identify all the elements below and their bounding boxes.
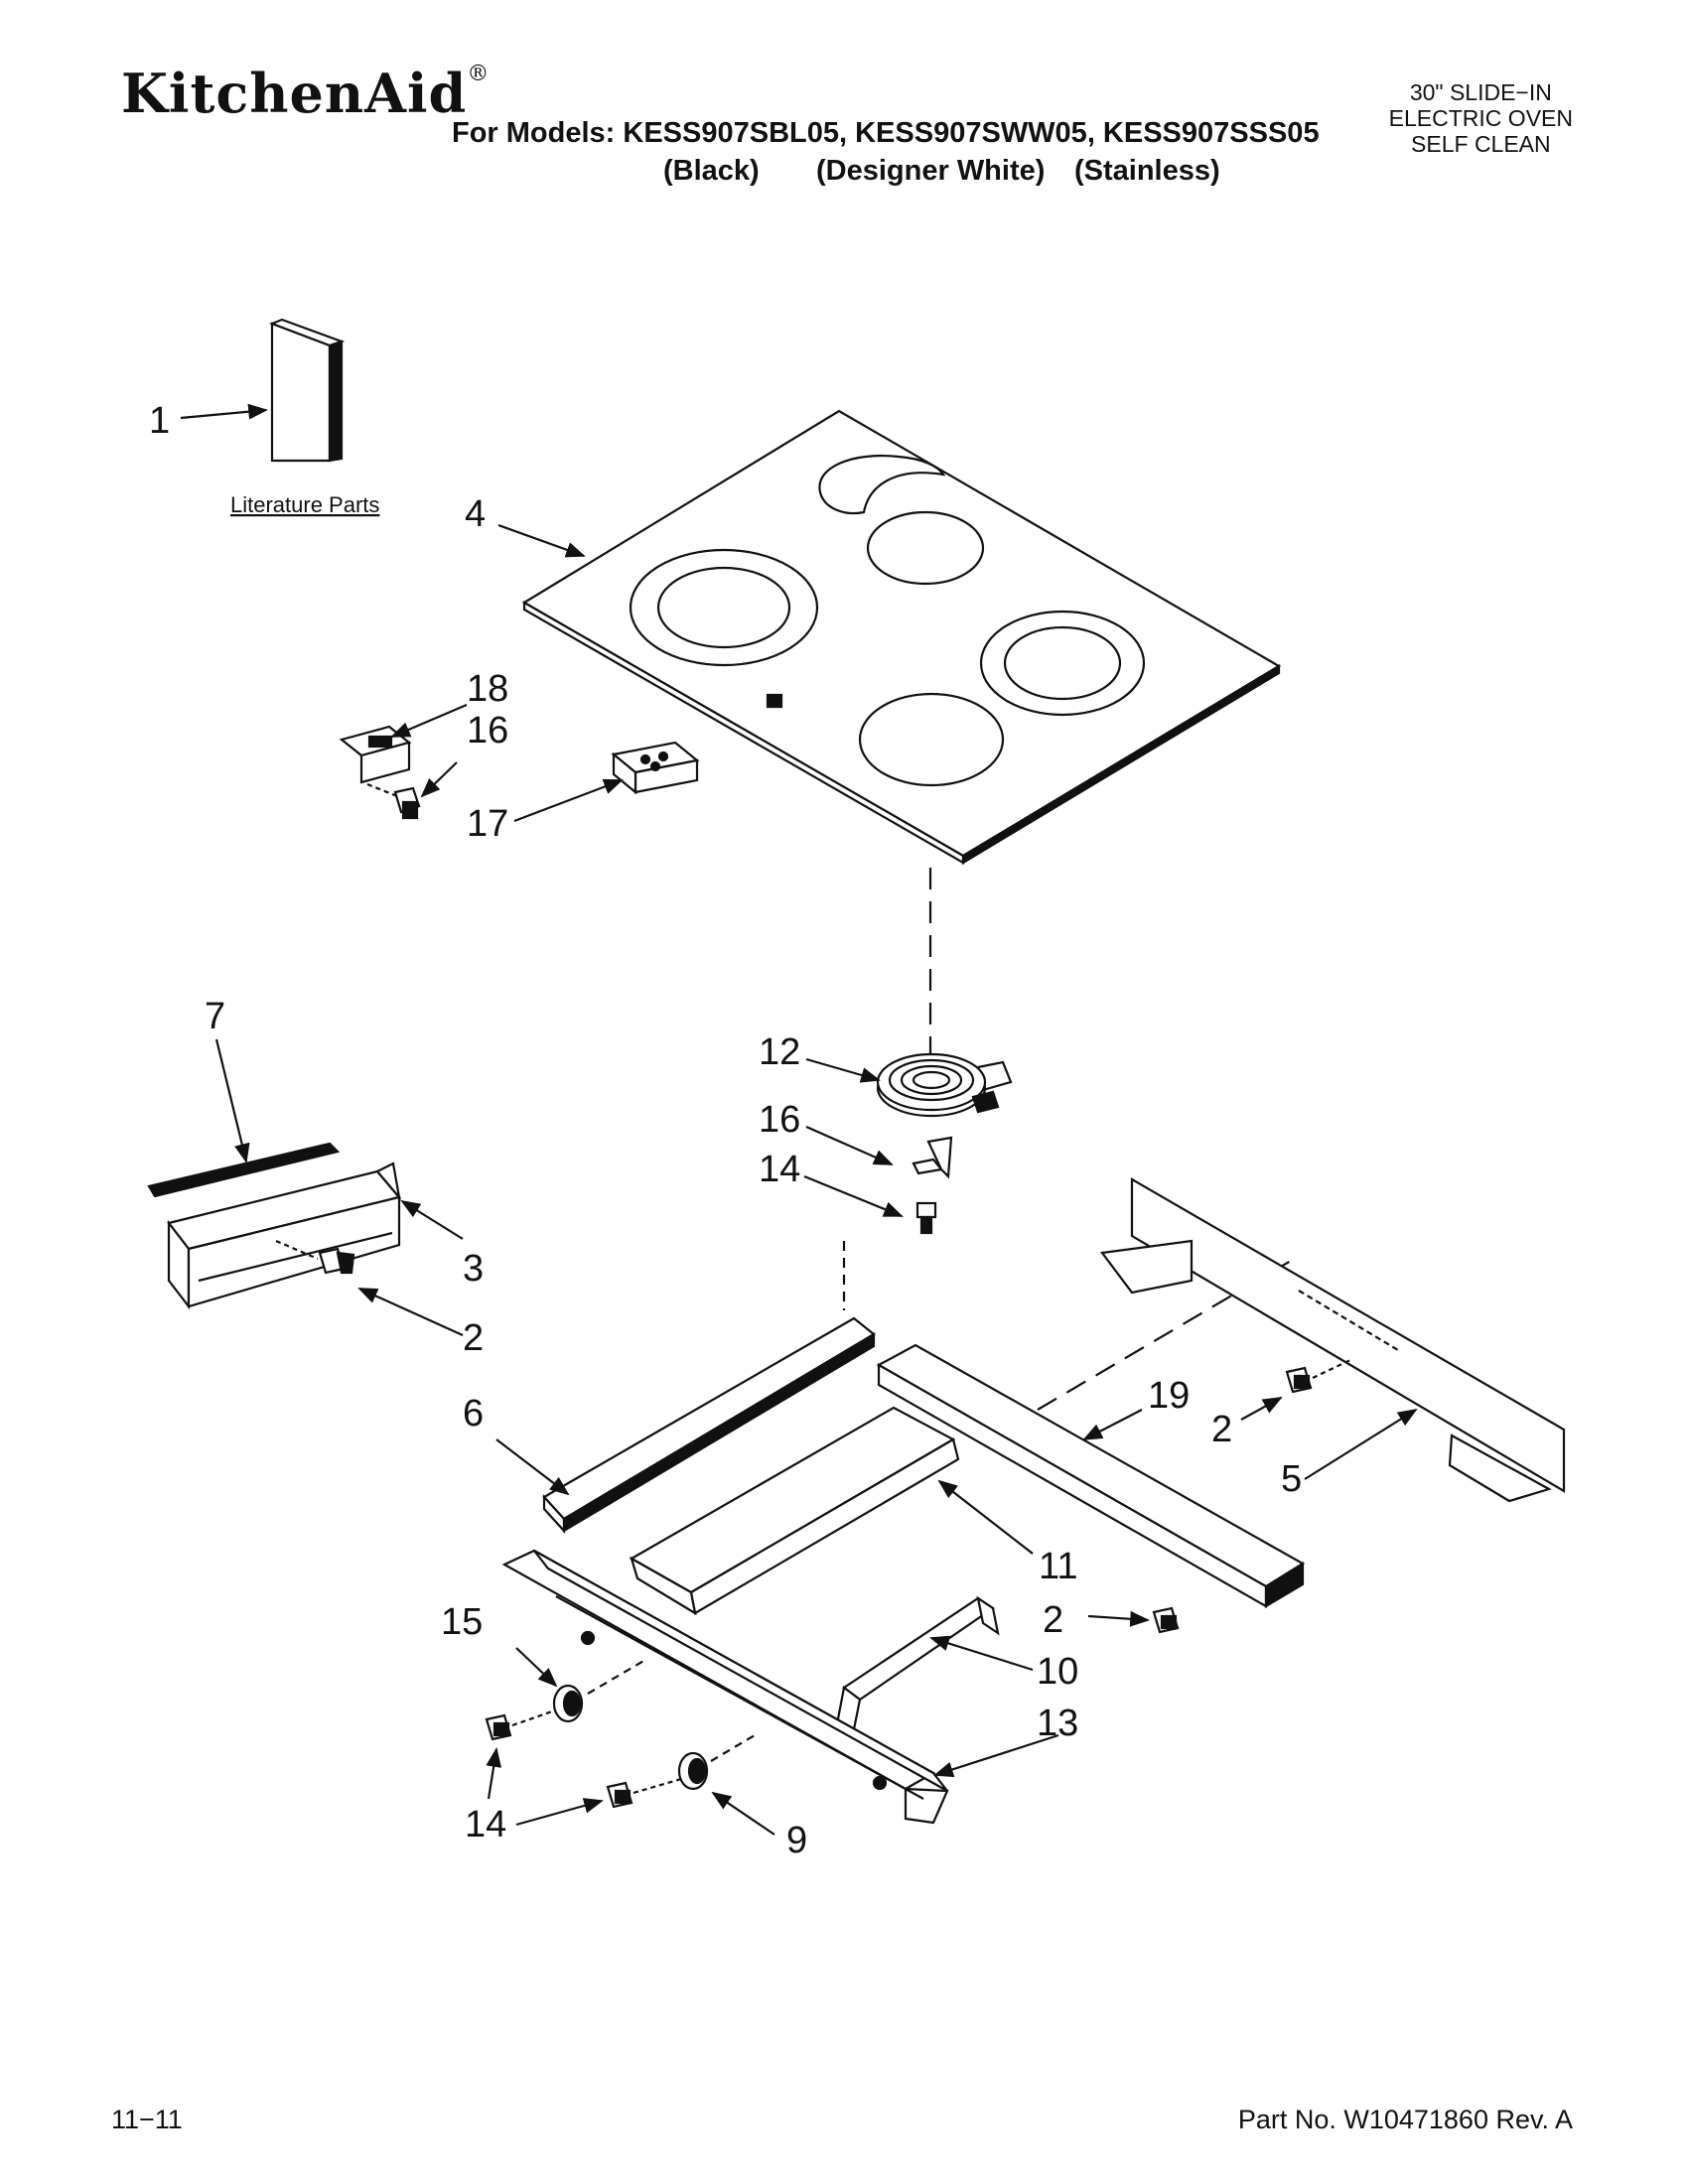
arrow-16-mid xyxy=(805,1125,894,1166)
bracket-10 xyxy=(834,1595,1000,1741)
callout-4: 4 xyxy=(465,493,486,535)
screw-14-left xyxy=(485,1709,553,1741)
clip-16-mid xyxy=(912,1136,953,1179)
rear-bracket-5 xyxy=(1099,1177,1566,1503)
callout-9: 9 xyxy=(786,1820,807,1861)
footer-date: 11−11 xyxy=(111,2105,183,2134)
channel-19 xyxy=(876,1343,1306,1608)
insulation-strip-7 xyxy=(147,1142,341,1198)
arrow-6 xyxy=(495,1438,570,1496)
callout-11: 11 xyxy=(1039,1546,1077,1587)
screw-2-lower xyxy=(1152,1606,1180,1634)
callout-15: 15 xyxy=(441,1601,483,1643)
literature-parts-label: Literature Parts xyxy=(230,492,379,517)
arrow-1 xyxy=(180,403,268,420)
callout-1: 1 xyxy=(149,400,170,442)
callout-19: 19 xyxy=(1148,1375,1190,1417)
callout-17: 17 xyxy=(467,803,508,845)
screw-16-top xyxy=(366,782,421,820)
bracket-18 xyxy=(339,725,412,784)
screw-2-left xyxy=(275,1239,355,1275)
support-11 xyxy=(629,1406,960,1616)
color-stainless: (Stainless) xyxy=(1074,155,1220,187)
arrow-14-lower xyxy=(515,1798,604,1827)
callout-10: 10 xyxy=(1037,1651,1078,1693)
arrow-17 xyxy=(513,778,624,823)
screw-14-lower xyxy=(606,1777,682,1809)
brand-registered-mark: ® xyxy=(467,62,491,86)
left-bracket-3 xyxy=(167,1161,401,1310)
callout-12: 12 xyxy=(759,1031,800,1073)
arrow-11 xyxy=(937,1479,1034,1555)
product-description: 30" SLIDE−IN ELECTRIC OVEN SELF CLEAN xyxy=(1389,79,1573,157)
arrow-18 xyxy=(390,703,468,739)
literature-booklet xyxy=(268,318,346,463)
front-rail-13 xyxy=(501,1549,949,1825)
product-line-3: SELF CLEAN xyxy=(1411,131,1551,157)
callout-18: 18 xyxy=(467,668,508,710)
arrow-7 xyxy=(214,1038,250,1163)
callout-6: 6 xyxy=(463,1393,484,1434)
arrow-9 xyxy=(711,1791,775,1836)
callout-2-lower: 2 xyxy=(1043,1599,1063,1641)
arrow-5 xyxy=(1304,1408,1418,1480)
front-channel-6 xyxy=(542,1241,876,1534)
arrow-15 xyxy=(515,1647,558,1688)
arrow-13 xyxy=(933,1733,1059,1778)
arrow-14-left xyxy=(486,1747,502,1800)
footer-part-number: Part No. W10471860 Rev. A xyxy=(1237,2105,1573,2134)
screw-14-mid xyxy=(915,1201,937,1235)
arrow-10 xyxy=(929,1635,1034,1672)
callout-2-right: 2 xyxy=(1211,1409,1232,1450)
arrow-12 xyxy=(805,1057,881,1083)
knob-15 xyxy=(552,1659,646,1723)
arrow-2-left xyxy=(357,1287,464,1337)
color-black: (Black) xyxy=(663,155,760,187)
callout-16-top: 16 xyxy=(467,710,508,751)
callout-2-left: 2 xyxy=(463,1317,484,1359)
callout-3: 3 xyxy=(463,1248,484,1290)
arrow-14-mid xyxy=(803,1174,904,1218)
product-line-2: ELECTRIC OVEN xyxy=(1388,105,1573,131)
arrow-16-top xyxy=(420,761,458,798)
callout-7: 7 xyxy=(205,996,225,1037)
brand-logo: KitchenAid® xyxy=(121,62,490,125)
arrow-2-lower xyxy=(1087,1610,1150,1627)
cooktop-glass xyxy=(521,409,1282,865)
callout-14-lower: 14 xyxy=(465,1804,506,1845)
arrow-3 xyxy=(400,1199,464,1240)
arrow-4 xyxy=(497,523,586,558)
callout-13: 13 xyxy=(1037,1703,1078,1744)
arrow-19 xyxy=(1082,1409,1143,1440)
callout-16-mid: 16 xyxy=(759,1099,800,1141)
screw-2-right xyxy=(1285,1359,1351,1394)
product-line-1: 30" SLIDE−IN xyxy=(1409,79,1552,105)
color-designer-white: (Designer White) xyxy=(816,155,1046,187)
callout-5: 5 xyxy=(1281,1458,1302,1500)
knob-9 xyxy=(677,1734,756,1791)
terminal-block-17 xyxy=(611,741,700,795)
radiant-element-12 xyxy=(876,1052,1013,1118)
brand-name: KitchenAid xyxy=(121,62,468,125)
callout-14-mid: 14 xyxy=(759,1149,800,1190)
models-line: For Models: KESS907SBL05, KESS907SWW05, … xyxy=(452,117,1320,149)
arrow-2-right xyxy=(1240,1397,1283,1421)
